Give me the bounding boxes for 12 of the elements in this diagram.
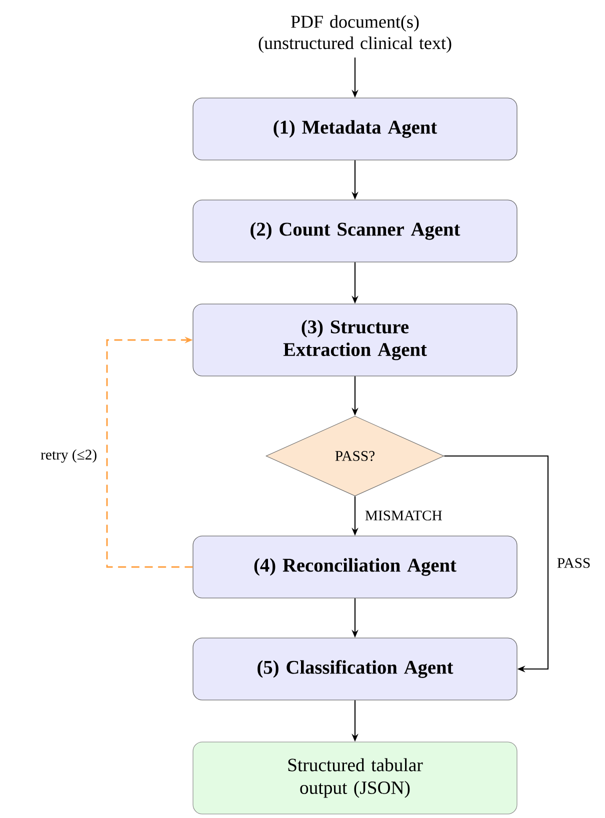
edge-label: PASS	[554, 555, 594, 571]
edge-label: retry (≤2)	[38, 446, 100, 466]
output-box: Structured tabular output (JSON)	[192, 742, 518, 814]
process-box: (4) Reconciliation Agent	[192, 536, 518, 598]
process-box: (2) Count Scanner Agent	[192, 200, 518, 262]
process-box: (3) Structure Extraction Agent	[192, 304, 518, 376]
arrow	[106, 336, 193, 568]
source-text: PDF document(s) (unstructured clinical text)	[258, 15, 452, 53]
process-box: (1) Metadata Agent	[192, 98, 518, 160]
process-box: (5) Classification Agent	[192, 638, 518, 700]
arrow	[444, 455, 549, 672]
edge-label: MISMATCH	[362, 508, 446, 524]
